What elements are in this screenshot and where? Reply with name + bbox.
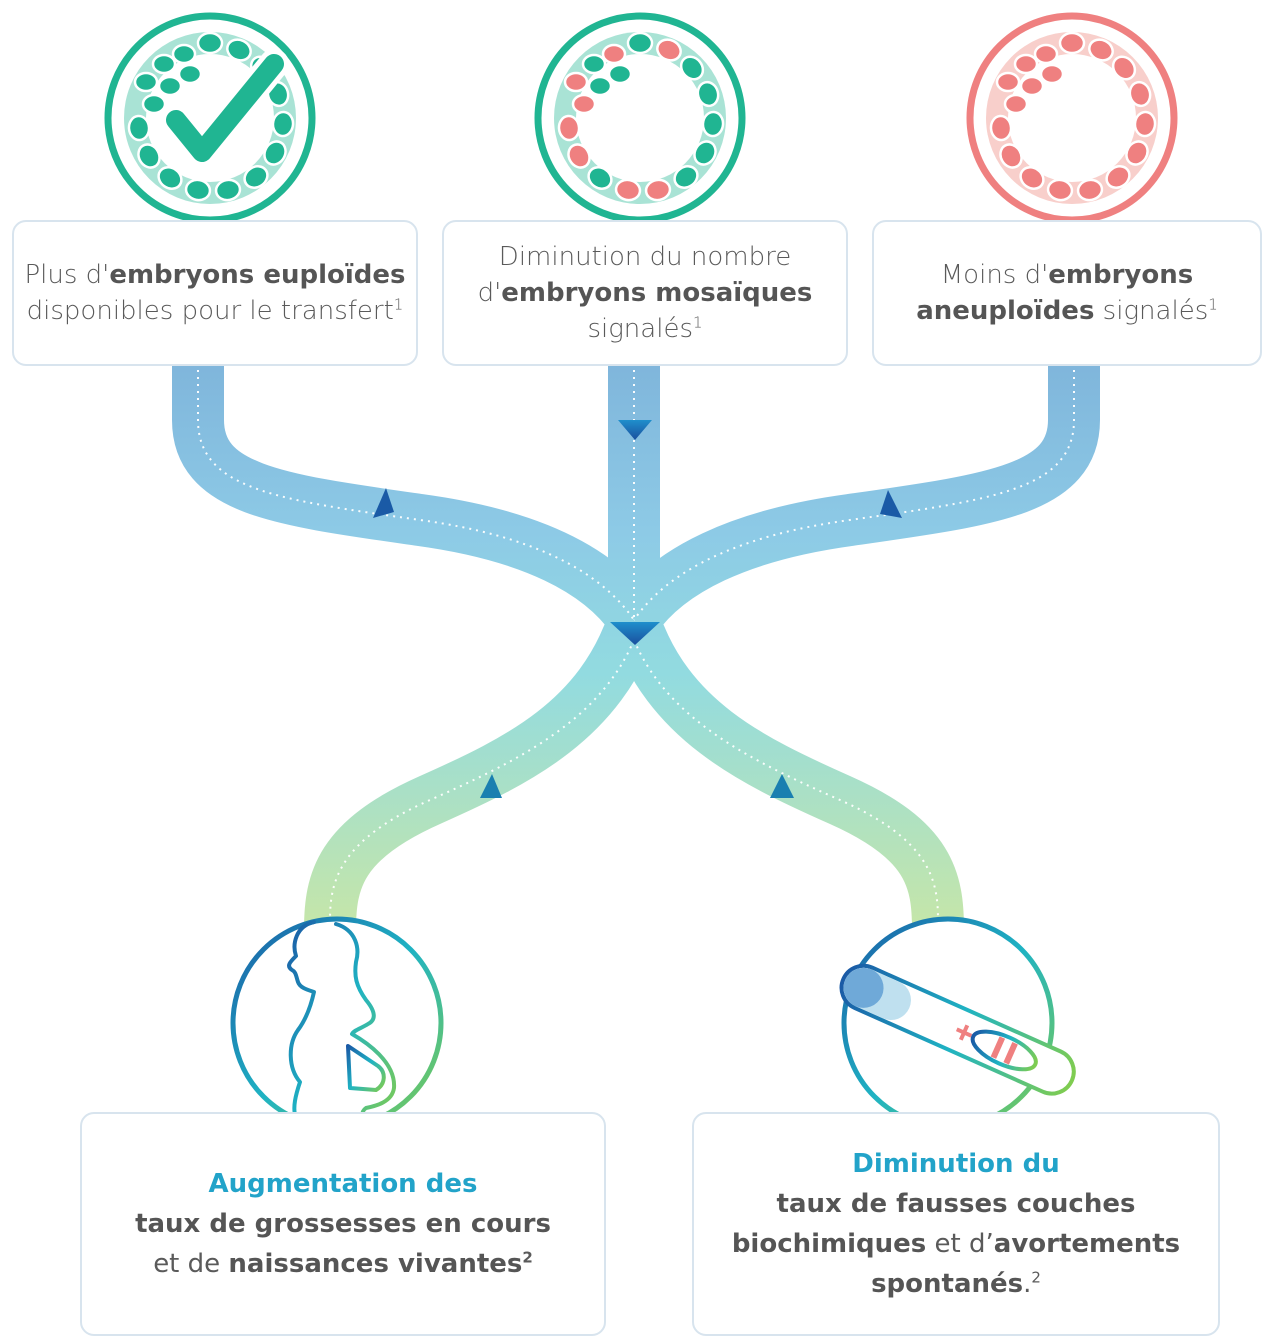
miscarriage-outcome-box: Diminution du taux de fausses couches bi… [692,1112,1220,1336]
pregnancy-test-icon [839,916,1076,1130]
miscarriage-outcome-lead: Diminution du [852,1149,1060,1179]
mosaic-line3: signalés1 [587,313,703,344]
pregnancy-outcome-box: Augmentation des taux de grossesses en c… [80,1112,606,1336]
aneuploid-embryo-icon [966,12,1178,224]
flow-band-left-in [172,360,656,636]
miscarriage-outcome-line2: taux de fausses couches [776,1189,1136,1219]
euploid-line1: Plus d'embryons euploïdes [24,260,406,290]
mosaic-line2: d'embryons mosaïques [477,278,813,308]
aneuploid-line1: Moins d'embryons [940,260,1194,290]
euploid-line2: disponibles pour le transfert1 [26,295,404,326]
arrow-left-out [480,774,502,798]
flow-bands [172,360,1100,931]
mosaic-box: Diminution du nombre d'embryons mosaïque… [442,220,848,366]
arrow-left-in [373,488,394,518]
miscarriage-outcome-line4: spontanés.2 [871,1268,1041,1299]
euploid-embryo-check-icon [104,12,316,224]
flow-band-left-out [304,611,659,931]
pregnancy-outcome-line2: taux de grossesses en cours [135,1209,551,1239]
mosaic-embryo-icon [534,12,746,224]
flow-band-right-out [609,611,964,931]
miscarriage-outcome-line3: biochimiques et d’avortements [731,1229,1181,1259]
arrow-center-top [618,420,652,440]
flow-band-right-in [612,360,1100,636]
flow-arrows [373,420,902,798]
aneuploid-line2: aneuploïdes signalés1 [916,295,1218,326]
aneuploid-box: Moins d'embryons aneuploïdes signalés1 [872,220,1262,366]
pregnancy-outcome-lead: Augmentation des [208,1169,478,1199]
arrow-right-in [880,490,902,518]
arrow-right-out [770,774,794,798]
pregnant-woman-icon [230,916,444,1130]
arrow-center-merge [610,622,660,645]
mosaic-line1: Diminution du nombre [498,242,792,272]
pregnancy-outcome-line3: et de naissances vivantes2 [153,1248,533,1279]
euploid-box: Plus d'embryons euploïdes disponibles po… [12,220,418,366]
flow-dotted-lines [197,370,1075,921]
